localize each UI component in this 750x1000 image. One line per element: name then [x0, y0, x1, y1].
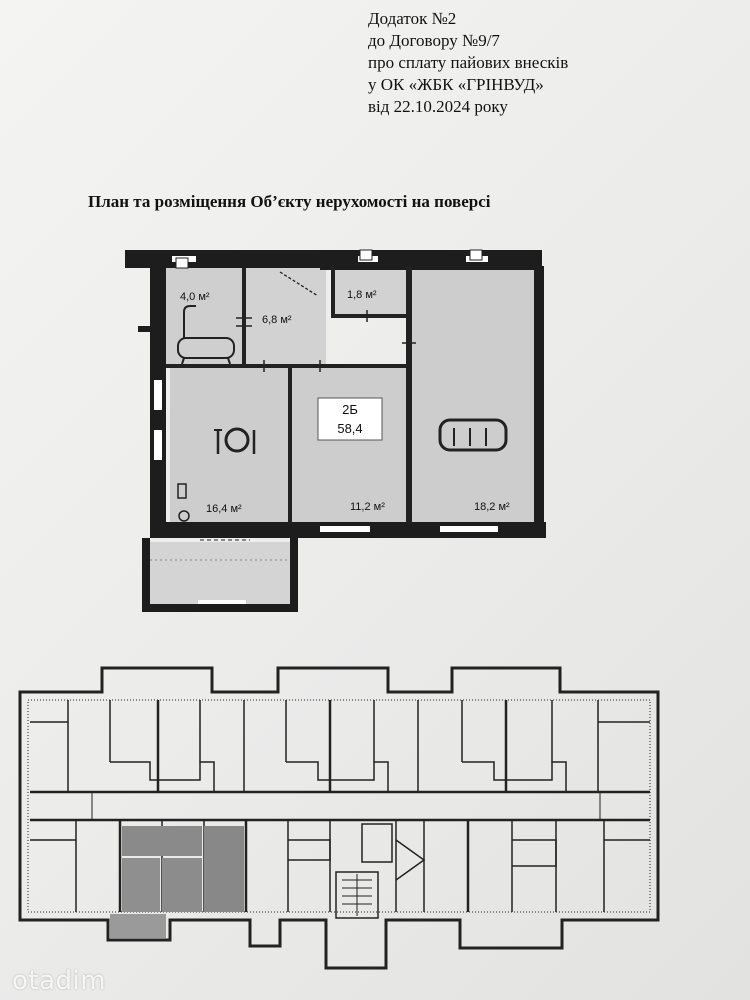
room-area-kitchen: 16,4 м²: [206, 503, 242, 515]
apartment-plan: 2Б 58,4 4,0 м² 6,8 м² 1,8 м² 16,4 м² 11,…: [125, 249, 546, 612]
sofa-icon: [438, 418, 508, 452]
apartment-area: 58,4: [337, 421, 362, 436]
floor-plan: [18, 666, 660, 970]
room-area-storage: 1,8 м²: [347, 289, 377, 301]
page-title: План та розміщення Об’єкту нерухомості н…: [88, 192, 491, 211]
contract-date: від 22.10.2024 року: [368, 97, 508, 116]
room-area-hall: 6,8 м²: [262, 314, 292, 326]
apartment-number: 2Б: [342, 402, 358, 417]
contract-subject: про сплату пайових внесків: [368, 53, 569, 72]
highlighted-apartment: [110, 826, 244, 938]
room-area-bedroom: 11,2 м²: [350, 501, 385, 513]
organization-name: у ОК «ЖБК «ГРІНВУД»: [368, 75, 544, 94]
dining-icon: [214, 427, 256, 454]
room-area-living: 18,2 м²: [474, 501, 510, 513]
document-header: Додаток №2 до Договору №9/7 про сплату п…: [368, 8, 568, 118]
bathtub-icon: [177, 305, 235, 365]
boiler-icon: [177, 483, 190, 522]
appendix-number: Додаток №2: [368, 9, 457, 28]
watermark-logo: otadim: [12, 966, 107, 996]
room-area-bathroom: 4,0 м²: [180, 291, 210, 303]
contract-reference: до Договору №9/7: [368, 31, 500, 50]
